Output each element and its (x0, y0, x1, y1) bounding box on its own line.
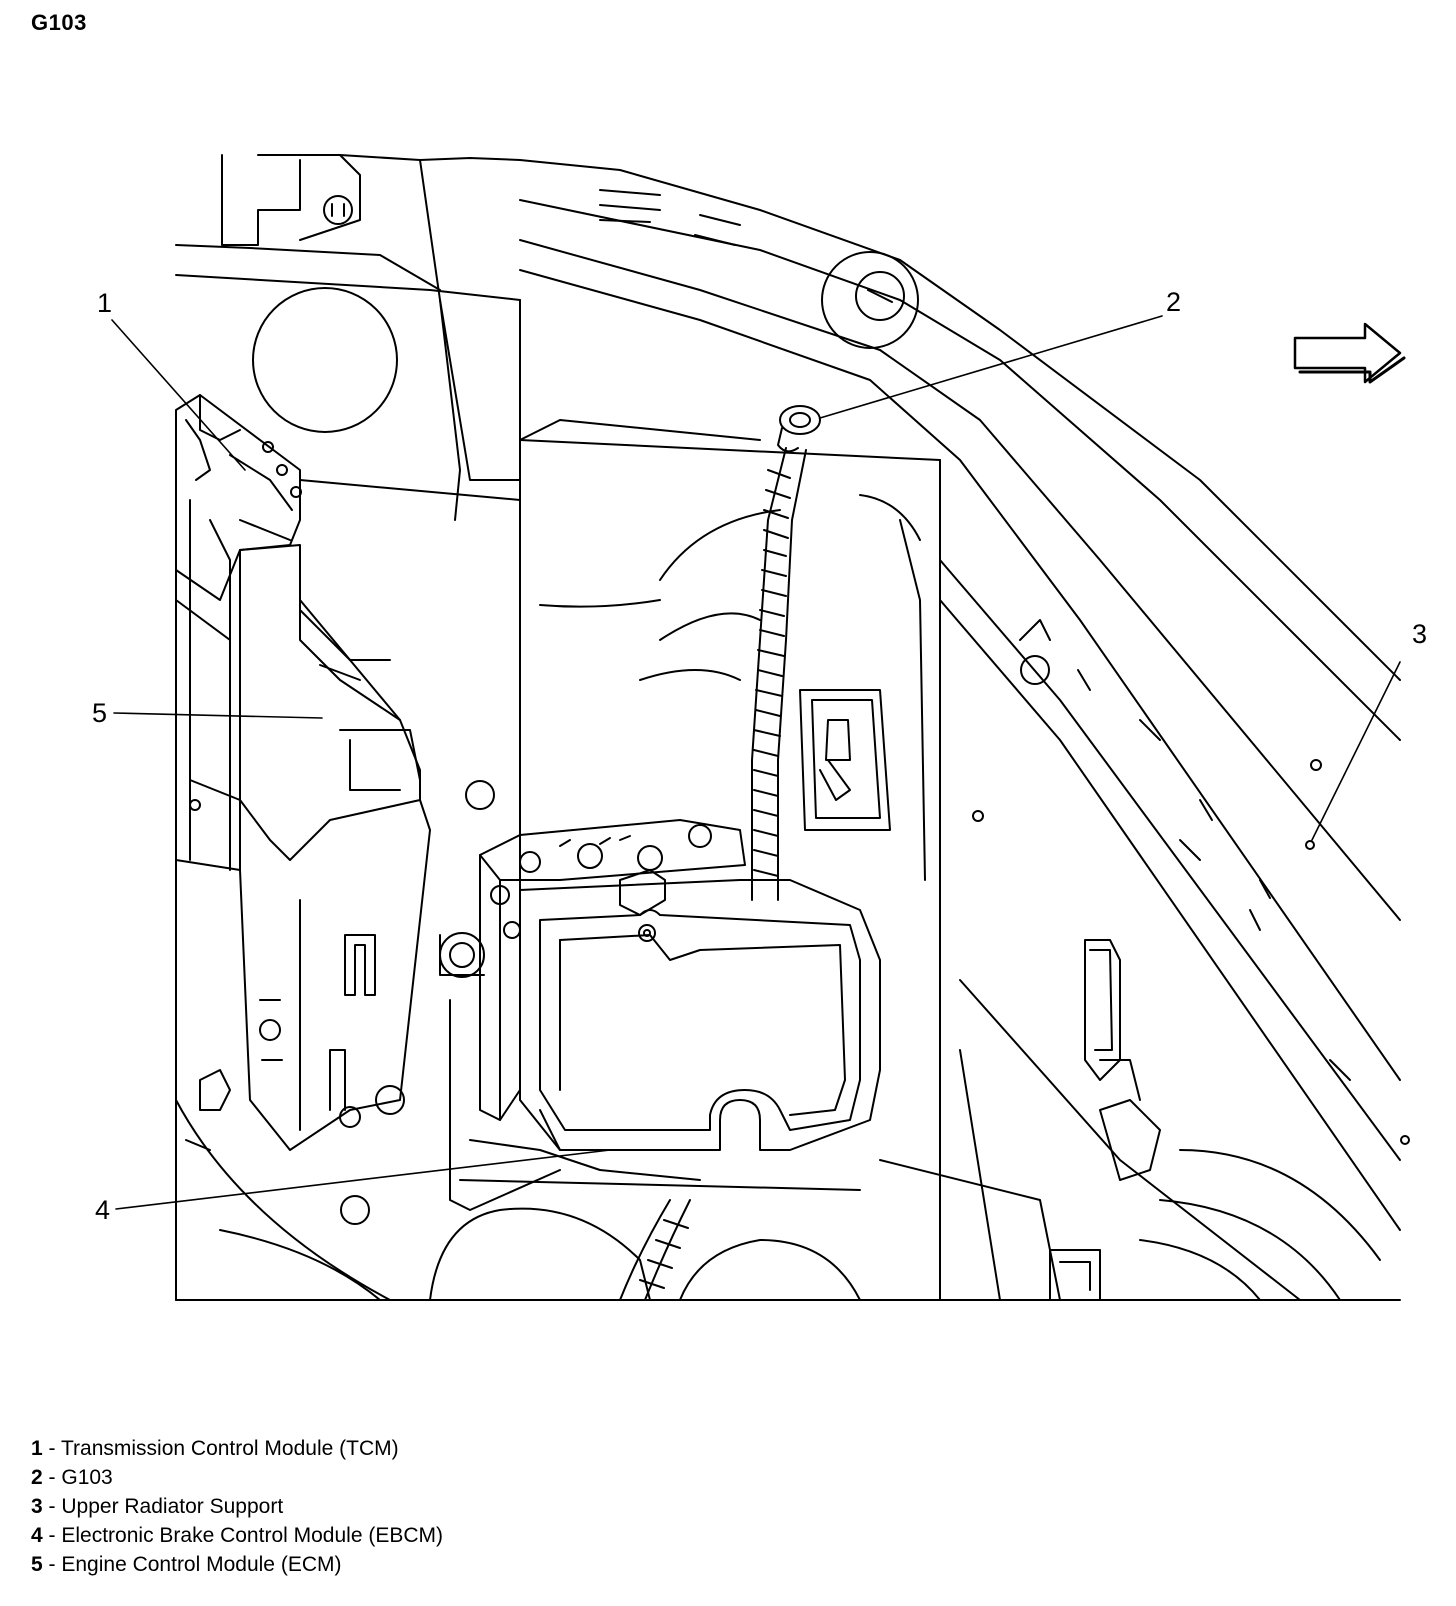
page-title: G103 (31, 10, 87, 35)
callout-1: 1 (97, 288, 112, 318)
legend-separator: - (42, 1466, 62, 1489)
ebcm-module (439, 819, 881, 1211)
legend-text: G103 (61, 1466, 113, 1489)
legend-item: 1 - Transmission Control Module (TCM) (31, 1434, 443, 1463)
legend-separator: - (42, 1524, 62, 1547)
legend-item: 5 - Engine Control Module (ECM) (31, 1550, 443, 1579)
callout-5: 5 (92, 698, 107, 728)
legend-separator: - (42, 1495, 62, 1518)
callout-4: 4 (95, 1195, 110, 1225)
legend-text: Transmission Control Module (TCM) (60, 1437, 399, 1460)
leader-line-4 (115, 1149, 611, 1210)
legend-separator: - (42, 1553, 62, 1576)
leader-line-5 (113, 712, 323, 719)
fan-shroud-area (1049, 939, 1381, 1301)
callout-numbers: 1 2 3 4 5 (92, 287, 1427, 1225)
leader-line-3 (1311, 661, 1401, 841)
g103-ground-harness (619, 405, 821, 1301)
callout-legend: 1 - Transmission Control Module (TCM) 2 … (31, 1434, 443, 1579)
legend-text: Electronic Brake Control Module (EBCM) (61, 1524, 443, 1547)
legend-item: 2 - G103 (31, 1463, 443, 1492)
callout-leaders (111, 315, 1401, 1210)
upper-radiator-support (519, 159, 1410, 1301)
legend-item: 4 - Electronic Brake Control Module (EBC… (31, 1521, 443, 1550)
forward-arrow-icon (1293, 322, 1406, 384)
component-location-illustration: 1 2 3 4 5 (92, 154, 1427, 1301)
legend-number: 2 (31, 1466, 43, 1489)
legend-number: 3 (31, 1495, 43, 1518)
engine-bay-structure (175, 154, 1401, 1301)
legend-number: 5 (31, 1553, 43, 1576)
callout-3: 3 (1412, 619, 1427, 649)
leader-line-1 (111, 319, 246, 471)
leader-line-2 (819, 315, 1163, 419)
callout-2: 2 (1166, 287, 1181, 317)
legend-number: 1 (31, 1437, 43, 1460)
legend-separator: - (42, 1437, 61, 1460)
legend-number: 4 (31, 1524, 43, 1547)
legend-item: 3 - Upper Radiator Support (31, 1492, 443, 1521)
legend-text: Engine Control Module (ECM) (61, 1553, 342, 1576)
legend-text: Upper Radiator Support (61, 1495, 284, 1518)
tcm-ecm-module-stack (175, 394, 495, 1151)
